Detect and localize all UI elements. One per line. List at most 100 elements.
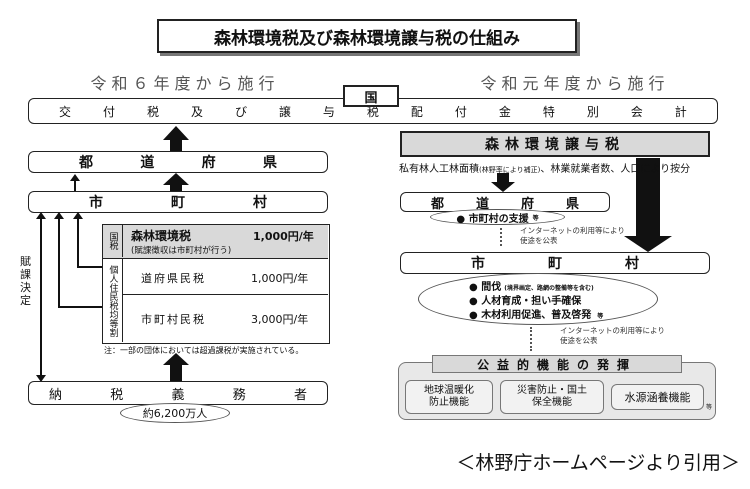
publish1-text: インターネットの利用等により使途を公表 [520, 226, 625, 245]
fuka-kettei-label: 賦課決定 [20, 255, 31, 307]
footnote: 注：一部の団体においては超過課税が実施されている。 [104, 346, 304, 355]
left-heading: 令和６年度から施行 [90, 74, 280, 93]
fuken-link-horiz [77, 266, 102, 268]
function-box-0: 地球温暖化防止機能 [405, 380, 493, 414]
shichoson-tax-amount: 3,000円/年 [251, 313, 309, 326]
fuka-kettei-head-down [36, 375, 46, 382]
right-todofuken-char: 都 [431, 196, 445, 212]
function-box-2: 水源涵養機能 [611, 384, 704, 410]
koufuzei-char: 別 [586, 104, 599, 119]
koufuzei-char: 税 [146, 104, 159, 119]
right-shichoson-char: 町 [548, 256, 562, 272]
left-shichoson-char: 町 [171, 195, 185, 211]
kojin-label: 個人住民税均等割 [107, 264, 118, 337]
function-label-2: 水源涵養機能 [624, 391, 691, 404]
use-item-1: ● 人材育成・担い手確保 [469, 292, 581, 307]
down-arrow-head-right [624, 236, 672, 252]
use-item-0: ● 間伐(境界画定、路網の整備等を含む) [469, 278, 594, 293]
criteria-main: 私有林人工林面積 [399, 164, 479, 175]
use-main-2: ● 木材利用促進、普及啓発 [469, 310, 592, 321]
criteria-rest: 、林業就業者数、人口により按分 [540, 164, 691, 175]
right-shichoson-char: 市 [471, 256, 485, 272]
nozei-char: 義 [171, 387, 185, 403]
shichoson-tax-row: 市町村民税 3,000円/年 [123, 295, 328, 342]
up-arrow-head-1 [163, 126, 189, 140]
up-arrow-shaft-1 [170, 139, 182, 152]
support-oval: ● 市町村の支援等 [430, 209, 565, 225]
kokuzei-name: 森林環境税 [131, 229, 192, 243]
use-sub-2: 等 [597, 313, 604, 320]
up-arrow-head-2 [163, 173, 189, 185]
left-todofuken-char: 府 [201, 155, 216, 171]
publish2-text: インターネットの利用等により使途を公表 [560, 326, 665, 345]
use-main-1: ● 人材育成・担い手確保 [469, 296, 582, 307]
koufuzei-char: 与 [322, 104, 335, 119]
left-todofuken-char: 都 [79, 155, 93, 171]
koueki-box: 公益的機能の発揮 [432, 355, 682, 373]
fuka-kettei-line [40, 218, 42, 376]
koufuzei-char: 金 [498, 104, 511, 119]
left-shichoson-char: 村 [253, 195, 267, 211]
kokuzei-amount: 1,000円/年 [253, 230, 314, 243]
nozei-char: 者 [293, 387, 307, 403]
kokuzei-label: 国税 [103, 225, 123, 257]
up-arrow-shaft-3 [170, 365, 182, 381]
jouyozei-box: 森林環境譲与税 [400, 131, 710, 157]
koufuzei-char: 及 [190, 104, 203, 119]
title-text: 森林環境税及び森林環境譲与税の仕組み [214, 28, 520, 49]
uses-ellipse: ● 間伐(境界画定、路網の整備等を含む) ● 人材育成・担い手確保 ● 木材利用… [418, 273, 658, 325]
function-box-1: 災害防止・国土保全機能 [500, 380, 604, 414]
diagram-title: 森林環境税及び森林環境譲与税の仕組み [157, 19, 577, 53]
nozei-char: 税 [110, 387, 124, 403]
koufuzei-char: び [234, 104, 247, 119]
population-label: 約6,200万人 [142, 407, 208, 420]
kokuzei-note: (賦課徴収は市町村が行う) [131, 246, 232, 256]
fuken-tax-name: 道府県民税 [141, 272, 206, 285]
shichoson-link-line [58, 218, 60, 308]
kokuzei-row: 国税 森林環境税 1,000円/年 (賦課徴収は市町村が行う) [103, 225, 328, 259]
left-shichoson-box: 市町村 [28, 191, 328, 213]
koufuzei-char: 会 [630, 104, 643, 119]
use-sub-0: (境界画定、路網の整備等を含む) [504, 285, 594, 292]
todofuken-link-head [70, 174, 80, 181]
support-label: ● 市町村の支援 [456, 213, 529, 225]
shichoson-link-head [54, 212, 64, 219]
nozei-char: 納 [49, 387, 63, 403]
support-etc: 等 [532, 214, 539, 222]
fuken-link-line [77, 218, 79, 268]
down-arrow-shaft-small [497, 173, 509, 183]
down-arrow-shaft-right [636, 158, 660, 238]
right-shichoson-char: 村 [625, 256, 639, 272]
shichoson-link-horiz [58, 306, 102, 308]
population-oval: 約6,200万人 [120, 403, 230, 423]
nozei-box: 納税義務者 [28, 381, 328, 405]
publish2-dots [530, 327, 532, 351]
left-todofuken-char: 道 [140, 155, 155, 171]
fuken-tax-row: 道府県民税 1,000円/年 [123, 259, 328, 295]
right-shichoson-box: 市町村 [400, 252, 710, 274]
down-arrow-head-small [491, 182, 515, 192]
koueki-label: 公益的機能の発揮 [476, 357, 637, 372]
jouyozei-label: 森林環境譲与税 [485, 137, 625, 153]
function-label-1: 災害防止・国土保全機能 [517, 385, 587, 408]
publish1-dots [500, 228, 502, 246]
fuken-tax-amount: 1,000円/年 [251, 272, 309, 285]
koufuzei-char: 交 [59, 104, 72, 119]
left-todofuken-box: 都道府県 [28, 151, 328, 173]
fuken-link-head [73, 212, 83, 219]
koufuzei-char: 配 [410, 104, 423, 119]
use-main-0: ● 間伐 [469, 282, 502, 293]
koufuzei-char: 計 [674, 104, 687, 119]
right-todofuken-char: 県 [565, 196, 579, 212]
fuka-kettei-head-up [36, 212, 46, 219]
tax-table: 国税 森林環境税 1,000円/年 (賦課徴収は市町村が行う) 個人住民税均等割… [102, 224, 330, 344]
criteria-text: 私有林人工林面積(林野率により補正)、林業就業者数、人口により按分 [399, 160, 690, 175]
koufuzei-char: 税 [366, 104, 379, 119]
criteria-sub: (林野率により補正) [479, 166, 541, 174]
functions-etc: 等 [706, 404, 713, 411]
koufuzei-char: 特 [542, 104, 555, 119]
kojin-label-cell: 個人住民税均等割 [103, 259, 123, 342]
right-todofuken-char: 府 [520, 196, 534, 212]
up-arrow-shaft-2 [170, 185, 182, 191]
left-todofuken-char: 県 [262, 155, 277, 171]
